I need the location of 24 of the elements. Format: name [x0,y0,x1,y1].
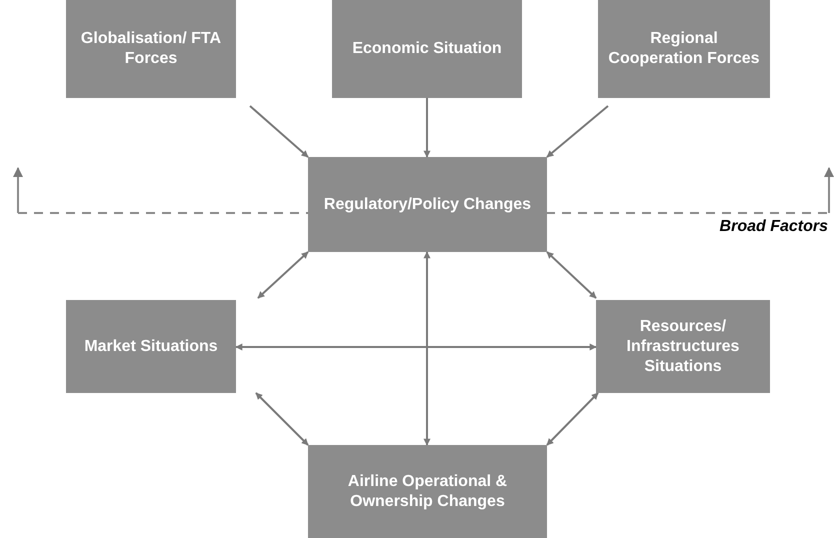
box-label: Regulatory/Policy Changes [324,194,532,214]
arrow [424,98,430,158]
factor-box [332,0,522,98]
box-label: Regional Cooperation Forces [607,29,761,69]
arrow [257,251,309,299]
box-label: Economic Situation [352,39,502,59]
factor-box [308,445,547,538]
factor-box [596,300,770,393]
arrow [546,251,597,299]
box-label: Resources/ Infrastructures Situations [626,316,740,376]
arrow [546,105,609,158]
box-label: Market Situations [84,336,218,356]
factor-box [308,157,547,252]
arrow [255,392,309,446]
arrow [546,392,599,446]
arrow [235,344,597,350]
arrow [249,105,309,158]
region-label: Broad Factors [720,218,828,236]
factor-box [66,0,236,98]
arrow [424,251,430,446]
factor-box [66,300,236,393]
box-label: Globalisation/ FTA Forces [80,29,222,69]
box-label: Airline Operational & Ownership Changes [346,472,508,512]
factor-box [598,0,770,98]
